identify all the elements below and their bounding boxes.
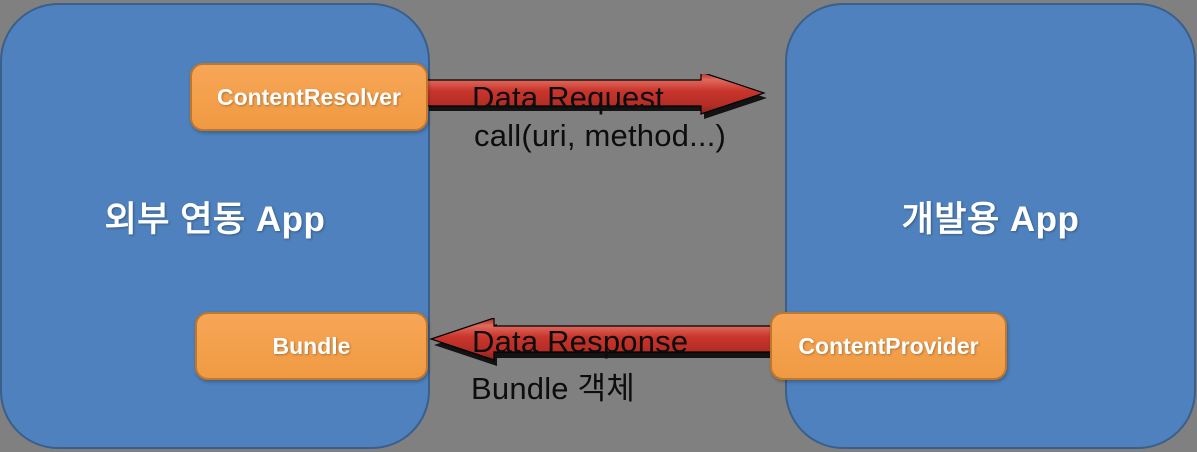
data-request-arrow	[426, 74, 770, 126]
data-request-sublabel: call(uri, method...)	[474, 118, 727, 153]
data-response-label: Data Response	[472, 324, 689, 359]
app-panel-development: 개발용 App	[785, 3, 1196, 449]
component-content-resolver-label: ContentResolver	[216, 83, 402, 110]
data-response-arrow	[428, 318, 772, 372]
data-response-sublabel: Bundle 객체	[471, 371, 635, 406]
data-request-label: Data Request	[472, 80, 664, 115]
component-content-provider-label: ContentProvider	[798, 332, 979, 359]
component-content-provider[interactable]: ContentProvider	[770, 312, 1007, 380]
component-content-resolver[interactable]: ContentResolver	[190, 63, 428, 131]
component-bundle-label: Bundle	[272, 332, 351, 359]
component-bundle[interactable]: Bundle	[195, 312, 428, 380]
app-panel-external-title: 외부 연동 App	[104, 200, 326, 239]
app-panel-development-title: 개발용 App	[901, 200, 1080, 239]
